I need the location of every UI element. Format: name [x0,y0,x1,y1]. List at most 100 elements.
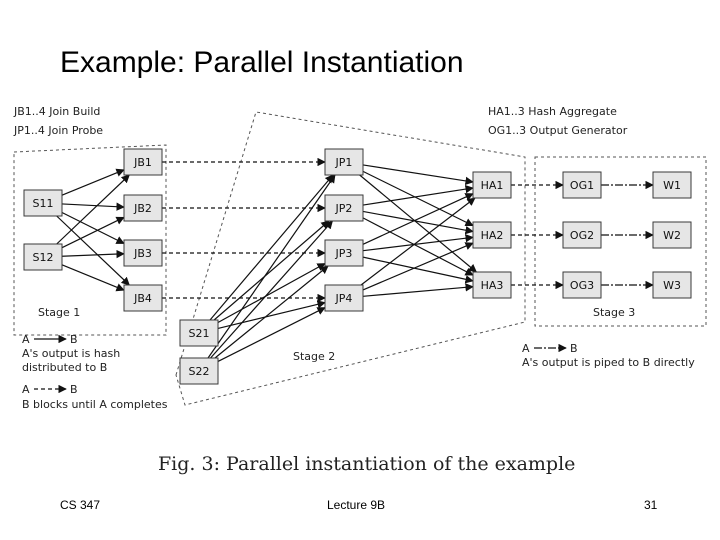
figure-caption: Fig. 3: Parallel instantiation of the ex… [158,453,575,475]
node-s11: S11 [23,189,63,217]
legend-a-1: A [22,333,30,346]
node-jb3: JB3 [123,239,163,267]
node-jb1: JB1 [123,148,163,176]
stage3-label: Stage 3 [593,306,635,319]
node-og3: OG3 [562,271,602,299]
legend-blocks-until: B blocks until A completes [22,398,168,411]
edge-jp2-ha2 [362,210,474,235]
stage3-region [534,156,707,327]
legend-join-probe: JP1..4 Join Probe [13,124,103,137]
node-jb2: JB2 [123,194,163,222]
node-label-s12: S12 [33,251,54,264]
node-jp3: JP3 [324,239,364,267]
edge-jp3-ha1 [362,193,474,245]
node-label-jp3: JP3 [335,247,353,260]
edge-jp2-ha3 [362,217,474,276]
node-box-s22 [179,357,219,385]
node-box-jp3 [324,239,364,267]
edge-jp3-ha3 [362,256,474,284]
node-s21: S21 [179,319,219,347]
node-jp1: JP1 [324,148,364,176]
edge-jp4-ha1 [360,197,476,286]
node-ha2: HA2 [472,221,512,249]
node-s12: S12 [23,243,63,271]
node-label-jb3: JB3 [133,247,152,260]
node-w1: W1 [652,171,692,199]
node-label-s21: S21 [189,327,210,340]
node-box-w2 [652,221,692,249]
node-label-jb4: JB4 [133,292,152,305]
node-box-ha1 [472,171,512,199]
stage1-label: Stage 1 [38,306,80,319]
node-jb4: JB4 [123,284,163,312]
node-og1: OG1 [562,171,602,199]
edge-jp4-ha2 [362,242,474,291]
node-box-jp2 [324,194,364,222]
node-w2: W2 [652,221,692,249]
edge-s22-jp1 [207,174,336,359]
stage2-region [175,111,526,406]
edge-s12-jb2 [61,216,125,249]
node-box-s11 [23,189,63,217]
edge-s21-jp4 [217,300,326,329]
legend-hash-aggregate: HA1..3 Hash Aggregate [488,105,617,118]
legend-b-3: B [570,342,578,355]
edge-s11-jb1 [61,168,125,196]
node-label-s22: S22 [189,365,210,378]
node-jp4: JP4 [324,284,364,312]
node-box-jb2 [123,194,163,222]
node-jp2: JP2 [324,194,364,222]
edge-s22-jp4 [217,307,326,362]
edge-s11-jb2 [61,202,125,211]
edge-jp1-ha1 [362,164,474,186]
edge-s12-jb1 [56,174,130,245]
edge-jp3-ha2 [362,234,474,252]
edge-jp4-ha3 [362,283,474,297]
legend-a-2: A [22,383,30,396]
edge-s12-jb4 [61,264,125,292]
node-box-jb1 [123,148,163,176]
node-label-jb2: JB2 [133,202,152,215]
legend-piped-directly: A's output is piped to B directly [522,356,695,369]
node-label-w2: W2 [663,229,681,242]
slide-title: Example: Parallel Instantiation [60,46,464,79]
node-box-s12 [23,243,63,271]
node-label-jb1: JB1 [133,156,152,169]
edge-s12-jb3 [61,249,125,259]
node-og2: OG2 [562,221,602,249]
node-label-og2: OG2 [570,229,594,242]
node-label-jp4: JP4 [335,292,353,305]
node-label-jp2: JP2 [335,202,353,215]
node-box-ha2 [472,221,512,249]
legend-hash-distributed-2: distributed to B [22,361,107,374]
node-box-og1 [562,171,602,199]
edge-s21-jp3 [217,262,326,324]
edge-s11-jb3 [61,211,125,245]
edge-s21-jp2 [213,220,330,321]
node-box-w1 [652,171,692,199]
stage1-region [13,144,167,336]
node-label-s11: S11 [33,197,54,210]
footer-lecture: Lecture 9B [327,498,386,512]
node-label-jp1: JP1 [335,156,353,169]
node-box-s21 [179,319,219,347]
node-s22: S22 [179,357,219,385]
node-label-w1: W1 [663,179,681,192]
legend-b-2: B [70,383,78,396]
footer-page-number: 31 [644,498,658,512]
node-label-ha2: HA2 [481,229,504,242]
edge-s22-jp3 [214,265,329,359]
legend-a-3: A [522,342,530,355]
edge-s22-jp2 [210,220,333,359]
legend-output-generator: OG1..3 Output Generator [488,124,628,137]
stage2-label: Stage 2 [293,350,335,363]
node-box-jp1 [324,148,364,176]
legend-join-build: JB1..4 Join Build [13,105,100,118]
node-label-ha3: HA3 [481,279,504,292]
edge-jp1-ha2 [362,170,474,227]
node-box-w3 [652,271,692,299]
node-box-og2 [562,221,602,249]
footer-course: CS 347 [60,498,101,512]
node-label-ha1: HA1 [481,179,504,192]
node-label-w3: W3 [663,279,681,292]
